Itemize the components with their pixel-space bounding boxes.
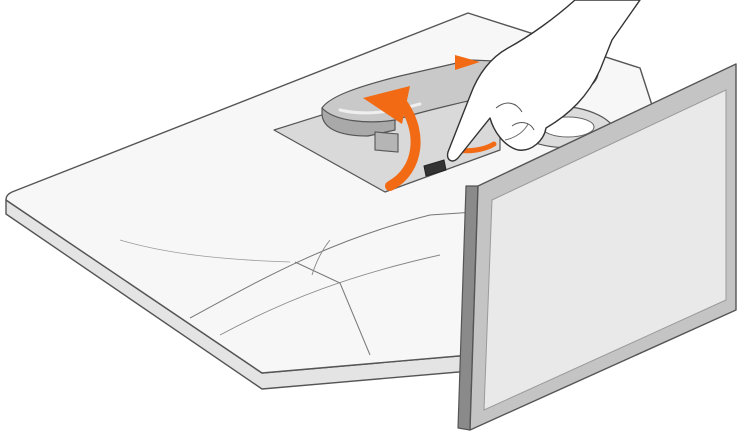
- stand-hinge-block: [375, 132, 398, 152]
